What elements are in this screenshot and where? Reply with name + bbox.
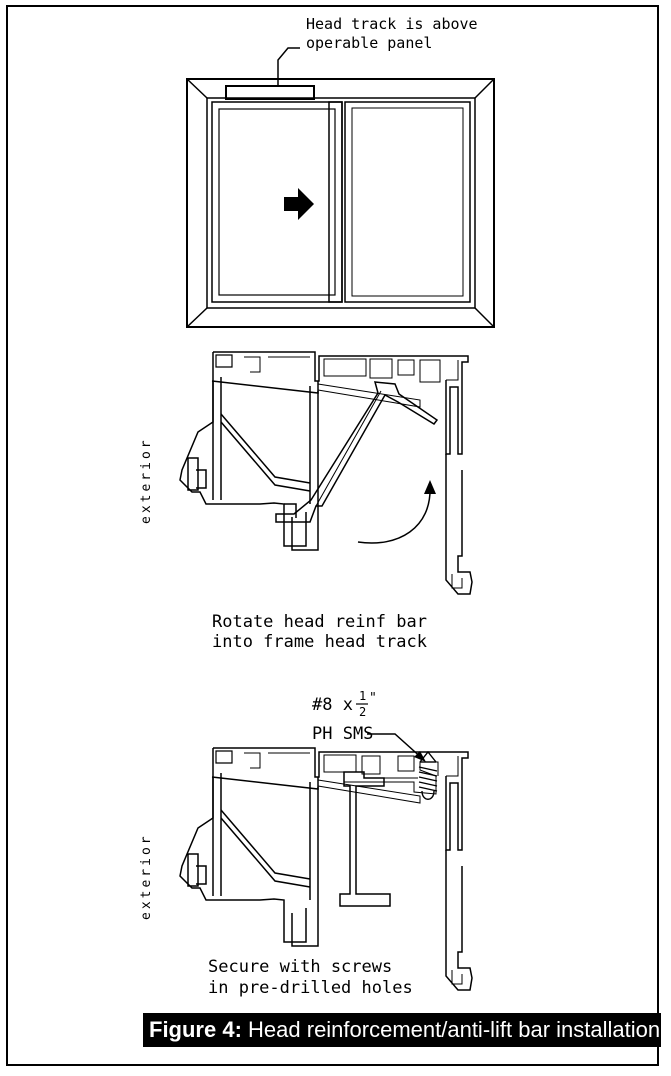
exterior-label-bottom: exterior <box>139 833 154 920</box>
rotate-caption-line1: Rotate head reinf bar <box>212 612 427 632</box>
figure-caption: Figure 4: Head reinforcement/anti-lift b… <box>143 1013 661 1047</box>
fixed-panel <box>344 101 471 303</box>
screw-fraction-num: 1 <box>359 689 366 703</box>
operable-panel <box>211 101 343 303</box>
head-track-callout-leader <box>277 47 300 85</box>
window-elevation <box>186 78 495 328</box>
meeting-rail <box>328 101 343 303</box>
figure-number: Figure 4: <box>149 1017 242 1042</box>
figure-frame <box>6 5 659 1066</box>
inner-frame <box>206 97 476 309</box>
rotate-caption-line2: into frame head track <box>212 632 427 652</box>
reinforcement-bar-installed <box>339 771 418 907</box>
frame-section-middle <box>179 351 473 595</box>
figure-title: Head reinforcement/anti-lift bar install… <box>248 1017 661 1042</box>
screw-size: #8 x <box>312 695 353 715</box>
screw-callout-leader <box>367 733 425 761</box>
head-track <box>225 85 315 100</box>
screw-fraction-den: 2 <box>359 705 366 719</box>
screw-type: PH SMS <box>312 724 373 744</box>
head-track-callout-line2: operable panel <box>306 34 432 52</box>
curved-arrow-icon <box>357 485 431 544</box>
secure-caption-line1: Secure with screws <box>208 957 392 977</box>
reinforcement-bar-rotating <box>275 381 439 523</box>
frame-section-bottom <box>179 747 473 991</box>
outer-frame <box>186 78 495 328</box>
arrow-right-icon <box>284 188 314 220</box>
secure-caption-line2: in pre-drilled holes <box>208 978 413 998</box>
screw-inch-mark: " <box>369 691 377 706</box>
head-track-callout-line1: Head track is above <box>306 15 478 33</box>
exterior-label-middle: exterior <box>139 437 154 524</box>
